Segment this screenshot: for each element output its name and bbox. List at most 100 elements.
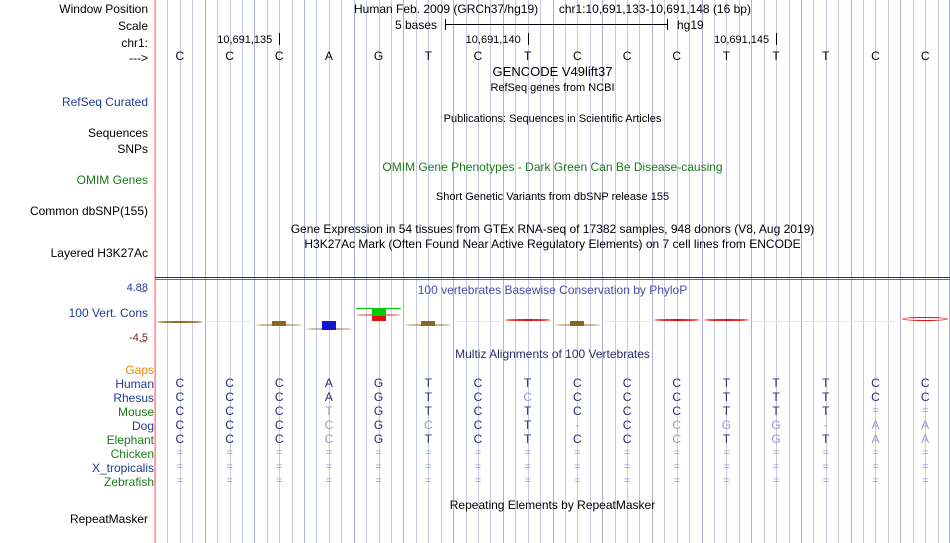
grid-line-minor: [316, 0, 317, 543]
multiz-base: T: [722, 376, 731, 390]
scale-bar-line: [445, 24, 668, 25]
position-label[interactable]: chr1:10,691,133-10,691,148 (16 bp): [558, 2, 751, 16]
ruler-base-letter: C: [274, 49, 284, 63]
label-omim-genes[interactable]: OMIM Genes: [76, 173, 148, 187]
cons-bar-deep: [321, 321, 336, 330]
multiz-base: T: [772, 390, 780, 404]
multiz-base: C: [672, 432, 682, 446]
multiz-gap: =: [226, 461, 233, 473]
multiz-base: C: [622, 404, 632, 418]
grid-line-minor: [925, 0, 926, 543]
multiz-base: -: [823, 418, 828, 432]
grid-line-major: [602, 0, 603, 543]
grid-line-major: [155, 0, 156, 543]
multiz-gap: =: [474, 447, 482, 459]
multiz-gap: =: [772, 475, 780, 487]
grid-line-minor: [639, 0, 640, 543]
title-dbsnp[interactable]: Short Genetic Variants from dbSNP releas…: [435, 191, 670, 203]
grid-line-minor: [789, 0, 790, 543]
title-repeats[interactable]: Repeating Elements by RepeatMasker: [449, 498, 656, 512]
label-layered-h3k27ac[interactable]: Layered H3K27Ac: [50, 246, 148, 260]
multiz-base: T: [523, 418, 532, 432]
cons-baseline-tick: [206, 321, 253, 322]
species-label-elephant[interactable]: Elephant: [106, 433, 154, 447]
base-grid: [155, 0, 950, 543]
multiz-base: G: [771, 418, 781, 432]
title-omim[interactable]: OMIM Gene Phenotypes - Dark Green Can Be…: [382, 160, 723, 174]
species-label-chicken[interactable]: Chicken: [110, 447, 154, 461]
grid-line-minor: [341, 0, 342, 543]
multiz-base: G: [373, 404, 384, 418]
cons-max-label: 4.88: [126, 282, 148, 294]
label-chrom: chr1:: [121, 36, 148, 50]
ruler-base-letter: C: [573, 49, 582, 63]
species-label-rhesus[interactable]: Rhesus: [113, 391, 154, 405]
grid-line-minor: [478, 0, 479, 543]
multiz-base: C: [274, 418, 284, 432]
species-label-mouse[interactable]: Mouse: [117, 405, 154, 419]
multiz-gap: =: [772, 461, 780, 473]
multiz-base: G: [373, 376, 384, 390]
grid-line-minor: [192, 0, 193, 543]
cons-max-tick: _: [140, 281, 147, 293]
grid-line-major: [453, 0, 454, 543]
grid-line-minor: [242, 0, 243, 543]
multiz-base: C: [473, 432, 483, 446]
label-refseq-curated[interactable]: RefSeq Curated: [61, 95, 148, 109]
grid-line-minor: [167, 0, 168, 543]
title-multiz[interactable]: Multiz Alignments of 100 Vertebrates: [455, 347, 650, 361]
title-h3k27ac[interactable]: H3K27Ac Mark (Often Found Near Active Re…: [304, 237, 801, 251]
cons-baseline-tick: [604, 321, 650, 322]
title-refseq-ncbi[interactable]: RefSeq genes from NCBI: [490, 82, 615, 94]
multiz-base: C: [175, 376, 185, 390]
ruler-tick-label: 10,691,145: [714, 34, 770, 46]
label-repeatmasker[interactable]: RepeatMasker: [69, 512, 148, 526]
multiz-base: C: [672, 376, 682, 390]
title-gtex[interactable]: Gene Expression in 54 tissues from GTEx …: [290, 222, 815, 236]
multiz-base: T: [523, 404, 532, 418]
label-snps[interactable]: SNPs: [117, 142, 148, 156]
multiz-gap: =: [176, 475, 184, 487]
cons-baseline-tick: [802, 321, 849, 322]
multiz-gap: =: [474, 475, 482, 487]
cons-bar: [570, 321, 585, 326]
multiz-base: C: [175, 432, 185, 446]
multiz-base: G: [373, 432, 384, 446]
species-label-gaps[interactable]: Gaps: [125, 363, 154, 377]
multiz-base: C: [573, 376, 582, 390]
multiz-gap: =: [872, 447, 879, 459]
title-gencode[interactable]: GENCODE V49lift37: [492, 64, 613, 79]
species-label-x_tropicalis[interactable]: X_tropicalis: [91, 461, 154, 475]
multiz-gap: =: [176, 447, 184, 459]
multiz-base: C: [622, 432, 632, 446]
multiz-gap: =: [524, 475, 531, 487]
multiz-base: C: [920, 376, 930, 390]
species-label-zebrafish[interactable]: Zebrafish: [103, 475, 154, 489]
multiz-gap: =: [276, 447, 283, 459]
multiz-base: C: [274, 390, 284, 404]
grid-line-minor: [279, 0, 280, 543]
species-label-human[interactable]: Human: [115, 377, 154, 391]
label-vert-cons[interactable]: 100 Vert. Cons: [68, 306, 148, 320]
multiz-base: T: [325, 404, 333, 418]
ruler-base-letter: C: [622, 49, 632, 63]
label-sequences[interactable]: Sequences: [87, 126, 148, 140]
species-label-dog[interactable]: Dog: [131, 419, 154, 433]
multiz-base: C: [920, 390, 930, 404]
grid-line-minor: [329, 0, 330, 543]
cons-baseline-tick: [753, 321, 799, 322]
ruler-base-letter: T: [523, 49, 532, 63]
ruler-tick-mark: [528, 33, 529, 45]
title-phylop[interactable]: 100 vertebrates Basewise Conservation by…: [417, 283, 688, 297]
multiz-gap: =: [822, 475, 829, 487]
grid-line-major: [304, 0, 305, 543]
multiz-base: C: [274, 376, 284, 390]
label-common-dbsnp[interactable]: Common dbSNP(155): [29, 204, 148, 218]
multiz-base: T: [772, 404, 780, 418]
multiz-gap: =: [921, 447, 929, 459]
grid-line-major: [652, 0, 653, 543]
scale-bar-right-cap: [667, 19, 668, 30]
title-publications[interactable]: Publications: Sequences in Scientific Ar…: [443, 113, 662, 125]
grid-line-major: [205, 0, 206, 543]
